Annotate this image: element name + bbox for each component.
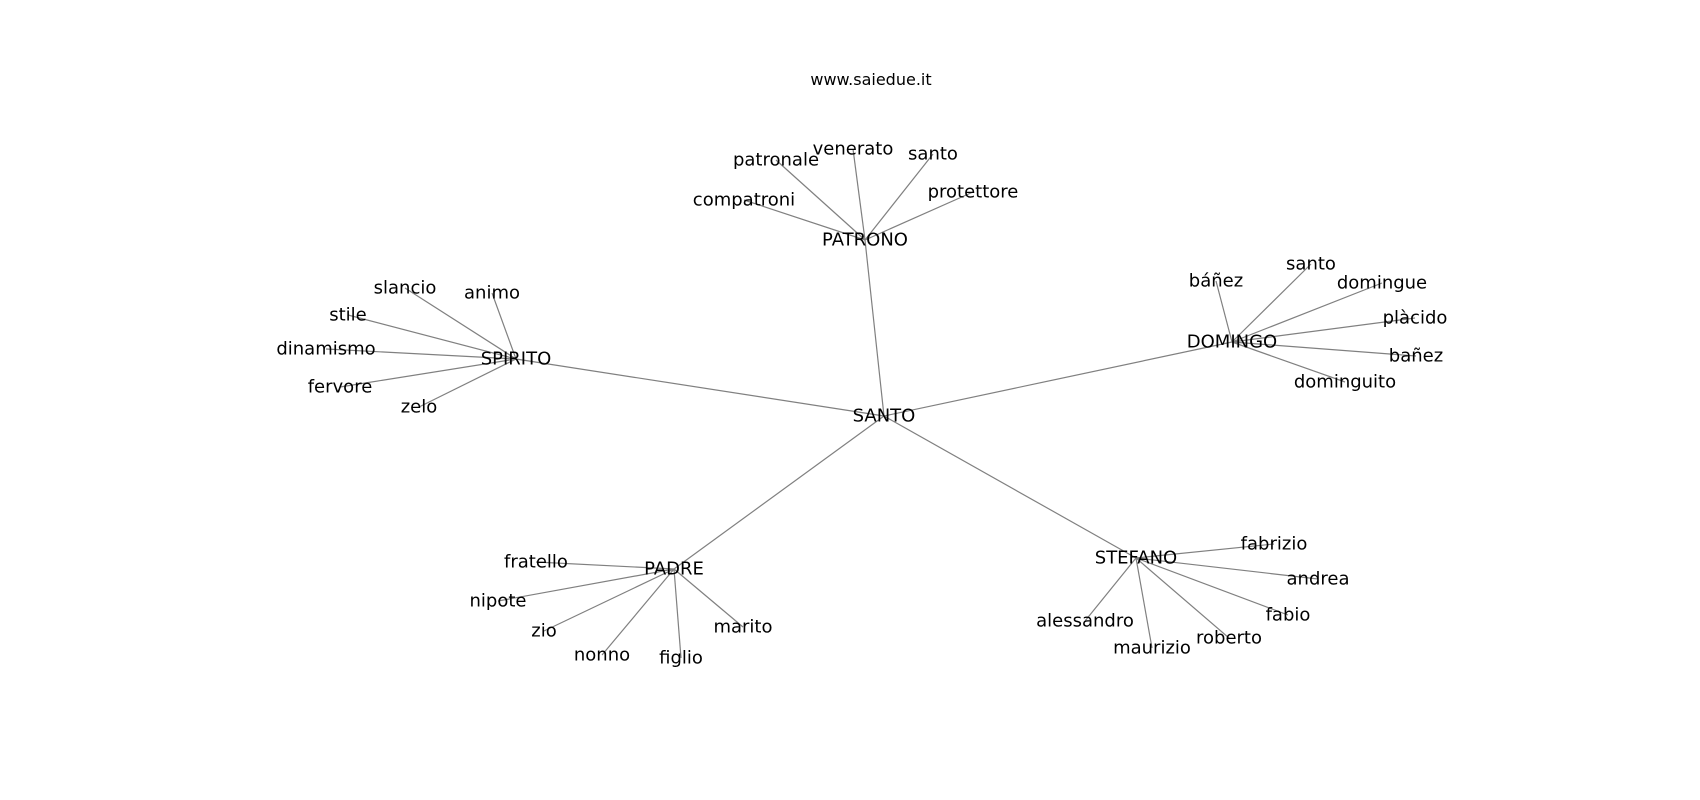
edge-padre-pa_fratello [535, 561, 675, 570]
node-label-domingo: DOMINGO [1187, 332, 1277, 353]
edge-domingo-d_santo [1231, 263, 1312, 343]
node-label-pa-fratello: fratello [504, 552, 568, 573]
node-label-st-roberto: roberto [1196, 628, 1262, 649]
node-label-s-fervore: fervore [308, 377, 373, 398]
node-label-s-dinamismo: dinamismo [276, 339, 375, 360]
edge-stefano-st_fabrizio [1135, 543, 1275, 559]
edge-spirito-s_dinamismo [325, 348, 517, 360]
edge-padre-pa_marito [673, 568, 744, 628]
edge-santo-domingo [883, 341, 1233, 417]
edge-spirito-s_fervore [339, 358, 517, 388]
node-label-spirito: SPIRITO [481, 349, 552, 370]
edge-domingo-d_placido [1231, 317, 1416, 343]
edge-spirito-s_zelo [418, 358, 517, 408]
edge-patrono-p_patronale [775, 159, 866, 241]
node-label-d-banez2: bañez [1389, 346, 1443, 367]
edge-patrono-p_protettore [864, 191, 974, 241]
edge-stefano-st_andrea [1135, 557, 1319, 580]
node-label-st-fabrizio: fabrizio [1241, 534, 1308, 555]
diagram-title: www.saiedue.it [810, 70, 932, 89]
edge-santo-spirito [515, 358, 885, 417]
node-label-p-compatroni: compatroni [693, 190, 795, 211]
node-label-s-zelo: zelo [401, 397, 438, 418]
node-label-d-domingue: domingue [1337, 273, 1427, 294]
edge-stefano-st_roberto [1135, 557, 1230, 639]
edge-santo-padre [673, 415, 885, 570]
edge-domingo-d_dominguito [1231, 341, 1346, 383]
edge-patrono-p_santo [864, 153, 934, 241]
edges-layer [325, 148, 1417, 659]
edge-padre-pa_nonno [601, 568, 675, 656]
node-label-pa-nonno: nonno [574, 645, 630, 666]
node-label-st-alessandro: alessandro [1036, 611, 1134, 632]
node-label-d-santo: santo [1286, 254, 1336, 275]
node-label-pa-nipote: nipote [470, 591, 527, 612]
node-label-p-patronale: patronale [733, 150, 819, 171]
edge-domingo-d_banez2 [1231, 341, 1417, 357]
edge-patrono-p_venerato [852, 148, 866, 241]
edge-patrono-p_compatroni [743, 199, 866, 241]
edge-padre-pa_nipote [497, 568, 675, 602]
edge-spirito-s_animo [491, 292, 517, 360]
node-label-s-animo: animo [464, 283, 520, 304]
edge-padre-pa_figlio [673, 568, 682, 659]
edge-spirito-s_stile [347, 314, 517, 360]
edge-domingo-d_domingue [1231, 282, 1383, 343]
node-label-p-santo: santo [908, 144, 958, 165]
node-label-pa-zio: zio [531, 621, 556, 642]
node-label-santo: SANTO [853, 406, 916, 427]
edge-stefano-st_alessandro [1084, 557, 1137, 622]
node-label-st-maurizio: maurizio [1113, 638, 1191, 659]
node-label-s-stile: stile [329, 305, 367, 326]
node-label-d-banez1: báñez [1189, 271, 1243, 292]
node-label-st-andrea: andrea [1287, 569, 1350, 590]
edge-domingo-d_banez1 [1215, 280, 1233, 343]
node-label-d-placido: plàcido [1383, 308, 1448, 329]
node-label-p-venerato: venerato [813, 139, 894, 160]
node-label-st-fabio: fabio [1266, 605, 1311, 626]
node-label-s-slancio: slancio [374, 278, 437, 299]
node-label-padre: PADRE [644, 559, 704, 580]
node-label-stefano: STEFANO [1095, 548, 1177, 569]
edge-santo-patrono [864, 239, 885, 417]
node-label-d-dominguito: dominguito [1294, 372, 1396, 393]
node-label-patrono: PATRONO [822, 230, 908, 251]
edge-stefano-st_maurizio [1135, 557, 1153, 649]
node-label-pa-marito: marito [713, 617, 772, 638]
edge-spirito-s_slancio [404, 287, 517, 360]
edge-santo-stefano [883, 415, 1137, 559]
edge-padre-pa_zio [543, 568, 675, 632]
node-label-p-protettore: protettore [928, 182, 1019, 203]
edge-stefano-st_fabio [1135, 557, 1289, 616]
node-label-pa-figlio: figlio [659, 648, 703, 669]
